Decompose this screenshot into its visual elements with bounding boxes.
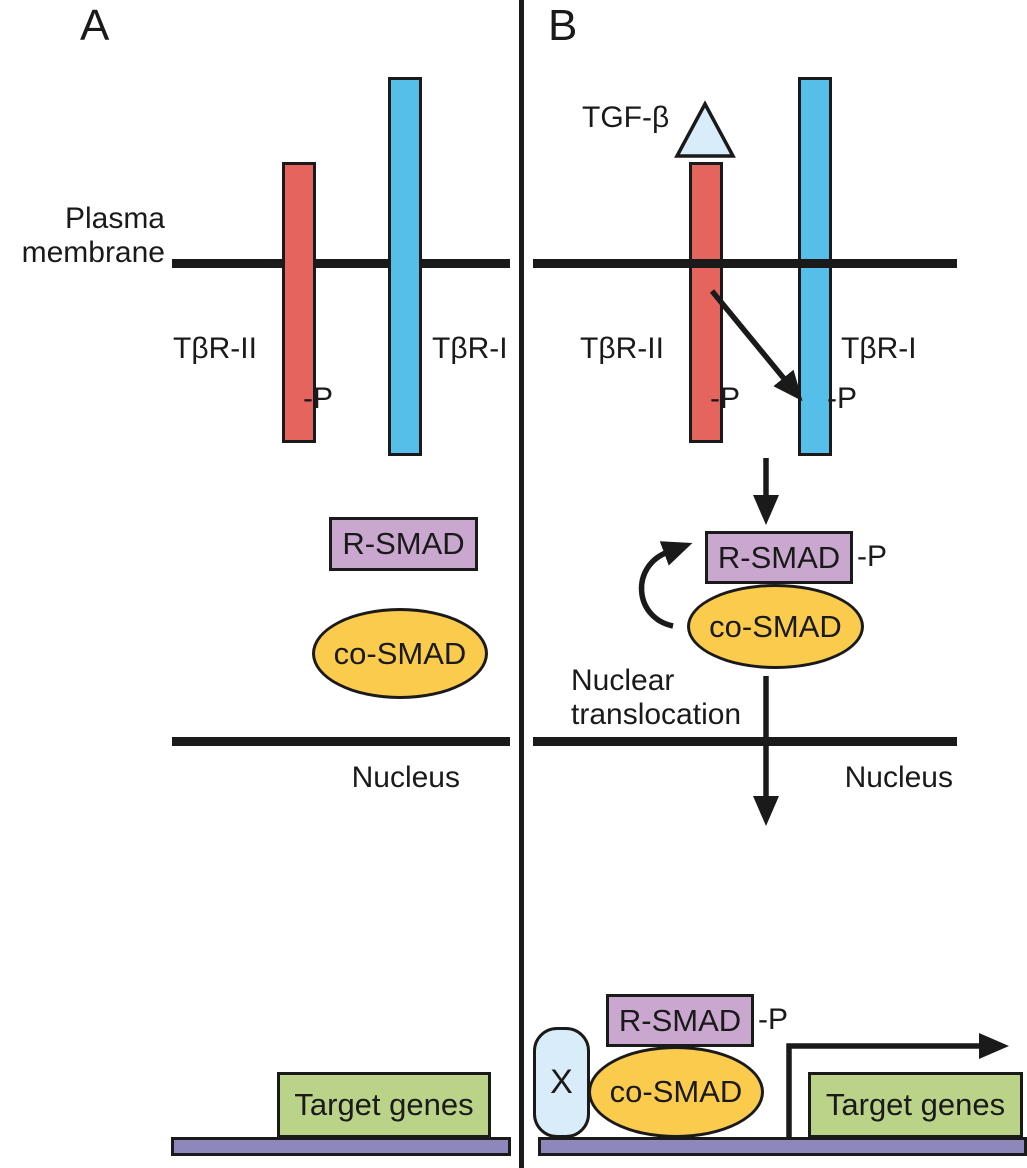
nuclear-translocation-line2: translocation [571, 698, 742, 731]
co-smad-label-b: co-SMAD [709, 608, 842, 644]
r-smad-box-b: R-SMAD [705, 531, 853, 584]
tbr1-label-b: TβR-I [841, 332, 917, 365]
nucleus-line-a [172, 737, 510, 746]
nuclear-co-smad-label: co-SMAD [609, 1074, 743, 1109]
nuclear-co-smad-ellipse: co-SMAD [588, 1046, 764, 1138]
nucleus-label-a: Nucleus [351, 761, 460, 794]
plasma-membrane-line-a [172, 259, 510, 268]
nucleus-label-b: Nucleus [844, 761, 953, 794]
dna-bar-b [538, 1137, 1027, 1156]
target-genes-label-b: Target genes [825, 1087, 1006, 1122]
target-genes-box-b: Target genes [808, 1072, 1023, 1138]
tbr2-phospho-label-b: -P [710, 382, 740, 415]
panel-b-label: B [548, 1, 578, 50]
nuclear-translocation-label: Nuclear translocation [571, 664, 741, 732]
dna-bar-a [171, 1137, 511, 1156]
tbr1-label-a: TβR-I [432, 332, 508, 365]
tbr2-label-b: TβR-II [580, 332, 664, 365]
tbr2-label-a: TβR-II [173, 332, 257, 365]
plasma-membrane-label: Plasma membrane [0, 202, 165, 270]
co-smad-label-a: co-SMAD [333, 635, 467, 671]
tbr2-receptor-bar-a [282, 162, 316, 443]
factor-x-label: X [550, 1063, 573, 1101]
tbr1-phospho-label-b: -P [827, 382, 857, 415]
nucleus-line-b [533, 737, 957, 746]
nuclear-r-smad-box: R-SMAD [606, 994, 754, 1047]
receptor-phosphorylation-arrow [709, 289, 803, 402]
r-smad-box-a: R-SMAD [329, 517, 478, 571]
target-genes-label-a: Target genes [294, 1087, 474, 1122]
tgfb-ligand-label: TGF-β [582, 101, 670, 134]
r-smad-label-a: R-SMAD [342, 526, 465, 561]
panel-divider-line [519, 0, 524, 1168]
target-genes-box-a: Target genes [277, 1072, 491, 1138]
co-smad-ellipse-a: co-SMAD [312, 608, 488, 699]
tbr2-phospho-label-a: -P [303, 382, 333, 415]
r-smad-phospho-label-b: -P [857, 540, 887, 573]
smad-recruitment-curved-arrow [638, 541, 693, 629]
factor-x-box: X [533, 1027, 590, 1138]
plasma-membrane-label-line2: membrane [21, 236, 165, 269]
nuclear-translocation-line1: Nuclear [571, 664, 675, 697]
panel-a-label: A [80, 1, 110, 50]
tbr1-receptor-bar-a [388, 77, 422, 456]
co-smad-ellipse-b: co-SMAD [687, 584, 864, 669]
plasma-membrane-label-line1: Plasma [64, 202, 165, 235]
nuclear-r-smad-label: R-SMAD [618, 1002, 742, 1038]
plasma-membrane-line-b [533, 259, 957, 268]
tgfb-ligand-triangle [674, 100, 736, 158]
r-smad-label-b: R-SMAD [717, 539, 841, 575]
nuclear-r-smad-phospho-label: -P [758, 1003, 788, 1036]
